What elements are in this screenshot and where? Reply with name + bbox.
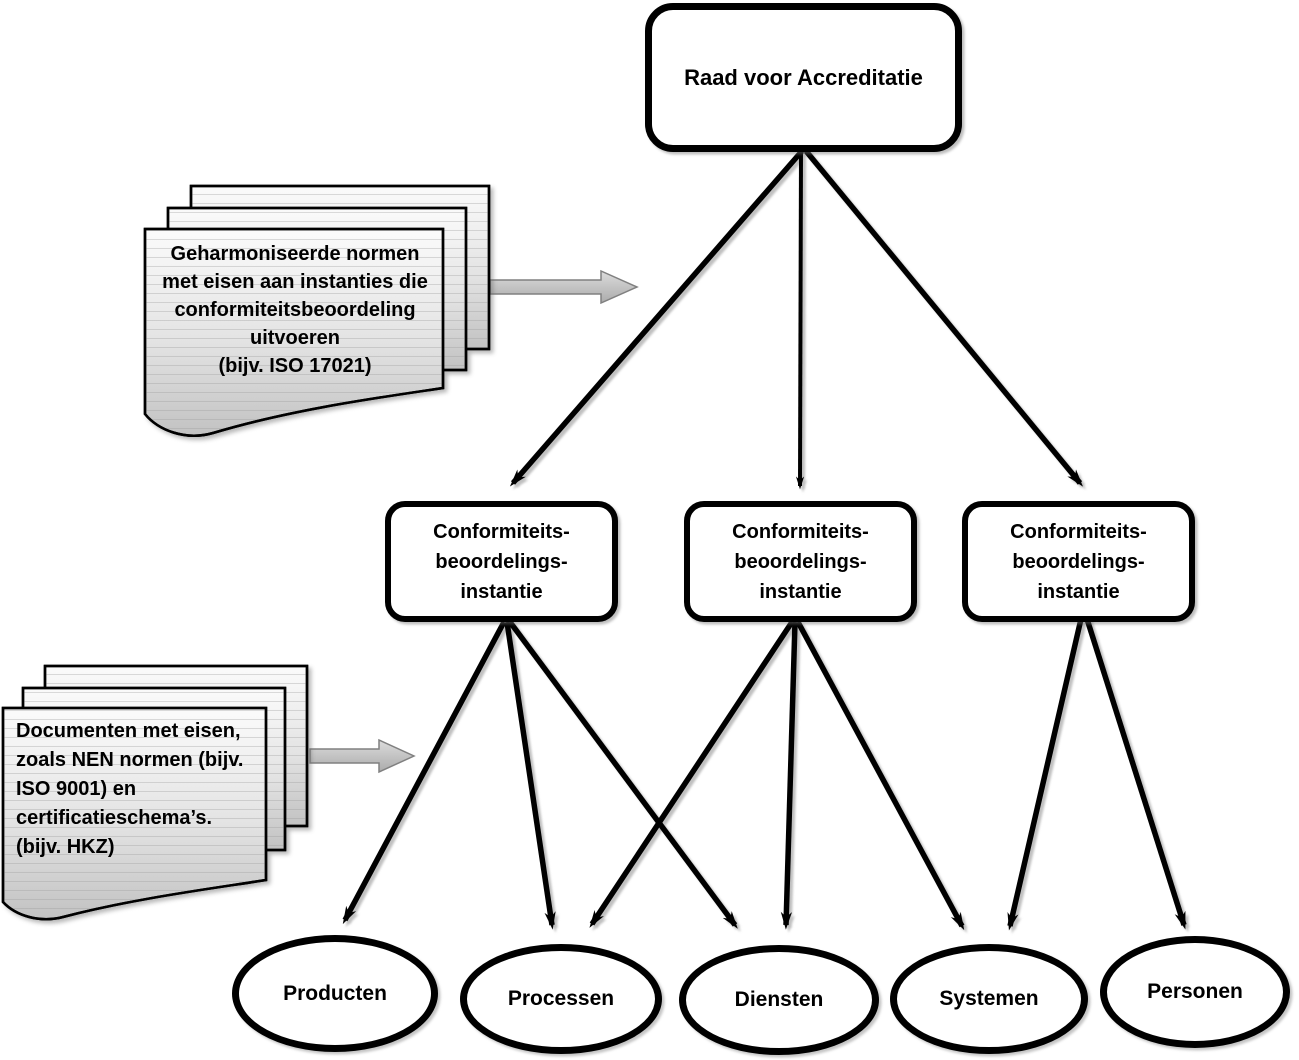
diensten-label: Diensten xyxy=(734,988,824,1011)
cab3-line: beoordelings- xyxy=(1012,550,1145,573)
cab2-line: instantie xyxy=(759,580,842,603)
doc2-line: zoals NEN normen (bijv. xyxy=(16,749,244,771)
doc2-line: ISO 9001) en xyxy=(16,778,137,800)
cab2-line: beoordelings- xyxy=(734,550,867,573)
arrow-cab2-to-systemen xyxy=(795,620,965,931)
doc1-line: (bijv. ISO 17021) xyxy=(218,355,372,377)
node-processen: Processen xyxy=(460,944,662,1054)
processen-label: Processen xyxy=(507,987,615,1010)
arrow-raad-to-cab3 xyxy=(803,149,1083,487)
doc2-line: certificatieschema’s. xyxy=(16,807,213,829)
document-stack-requirements-text: Documenten met eisen, zoals NEN normen (… xyxy=(16,717,266,862)
arrow-cab3-to-personen xyxy=(1084,618,1187,930)
doc2-line: Documenten met eisen, xyxy=(16,720,241,742)
cab1-line: instantie xyxy=(460,580,543,603)
cab2-line: Conformiteits- xyxy=(732,520,869,543)
block-arrow-icon-bottom xyxy=(309,738,416,774)
cab1-line: Conformiteits- xyxy=(433,520,570,543)
arrow-cab1-to-producten xyxy=(342,620,507,925)
arrow-raad-to-cab2 xyxy=(795,150,805,490)
cab3-line: Conformiteits- xyxy=(1010,520,1147,543)
doc2-line: (bijv. HKZ) xyxy=(16,836,115,858)
node-raad-label: Raad voor Accreditatie xyxy=(684,64,923,90)
arrow-cab2-to-diensten xyxy=(780,621,798,930)
block-arrow-icon-top xyxy=(489,269,639,305)
node-raad-voor-accreditatie: Raad voor Accreditatie xyxy=(645,3,962,152)
arrow-cab2-to-processen xyxy=(589,620,795,928)
node-cab-2: Conformiteits- beoordelings- instantie xyxy=(684,501,917,622)
systemen-label: Systemen xyxy=(939,987,1039,1010)
doc1-line: conformiteitsbeoordeling xyxy=(174,299,416,321)
document-stack-harmonised-norms-text: Geharmoniseerde normen met eisen aan ins… xyxy=(150,240,440,380)
arrow-cab1-to-diensten xyxy=(507,620,738,929)
arrow-cab3-to-systemen xyxy=(1007,618,1084,931)
node-cab-1: Conformiteits- beoordelings- instantie xyxy=(385,501,618,622)
doc1-line: uitvoeren xyxy=(249,327,341,349)
node-systemen: Systemen xyxy=(890,944,1088,1054)
node-diensten: Diensten xyxy=(679,945,879,1055)
node-producten: Producten xyxy=(232,935,438,1052)
cab3-line: instantie xyxy=(1037,580,1120,603)
producten-label: Producten xyxy=(283,981,387,1005)
cab1-line: beoordelings- xyxy=(435,550,568,573)
node-cab-3: Conformiteits- beoordelings- instantie xyxy=(962,501,1195,622)
node-personen: Personen xyxy=(1100,936,1290,1048)
arrow-cab1-to-processen xyxy=(504,621,556,930)
arrow-raad-to-cab1 xyxy=(509,149,805,487)
doc1-line: Geharmoniseerde normen xyxy=(170,243,420,265)
doc1-line: met eisen aan instanties die xyxy=(162,271,428,293)
personen-label: Personen xyxy=(1147,980,1243,1003)
